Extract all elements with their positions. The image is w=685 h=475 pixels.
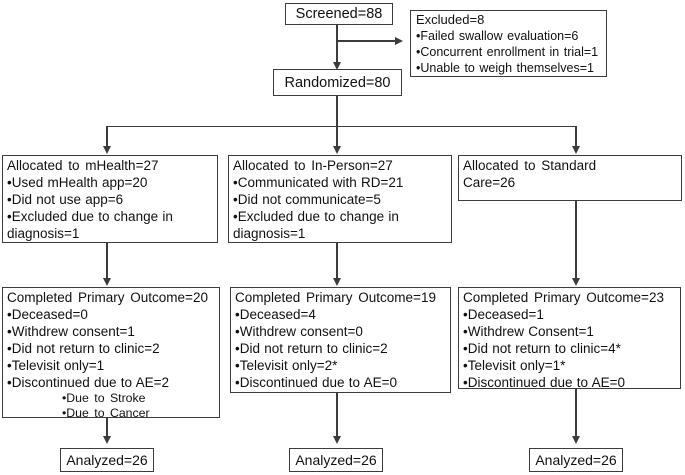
- outcome-item: •Did not return to clinic=2: [235, 341, 388, 356]
- connector-allocation-to-outcome-in-person: [336, 243, 338, 279]
- analyzed-label: Analyzed=26: [66, 452, 148, 468]
- arrowhead-down-icon: [102, 278, 111, 286]
- outcome-item: •Withdrew consent=0: [235, 324, 363, 339]
- outcome-item: •Did not return to clinic=4*: [463, 341, 621, 356]
- connector-to-allocation-standard: [575, 126, 577, 147]
- outcome-sub-item: •Due to Cancer: [62, 406, 150, 420]
- excluded-item: •Unable to weigh themselves=1: [416, 61, 594, 75]
- allocation-title: Allocated to In-Person=27: [233, 158, 393, 173]
- allocation-item: •Did not use app=6: [7, 192, 124, 207]
- outcome-sub-item: •Due to Stroke: [62, 391, 146, 405]
- outcome-title: Completed Primary Outcome=19: [235, 290, 436, 305]
- screened-label: Screened=88: [295, 6, 383, 22]
- excluded-item: •Failed swallow evaluation=6: [416, 29, 579, 43]
- analyzed-box-in-person: Analyzed=26: [289, 448, 383, 472]
- connector-randomized-to-distributor: [336, 96, 338, 127]
- randomized-label: Randomized=80: [284, 74, 391, 91]
- outcome-box-standard-care: Completed Primary Outcome=23 •Deceased=1…: [458, 287, 681, 390]
- outcome-item: •Televisit only=1: [7, 358, 105, 373]
- allocation-box-in-person: Allocated to In-Person=27 •Communicated …: [228, 155, 452, 243]
- connector-to-allocation-mhealth: [106, 126, 108, 147]
- analyzed-box-standard-care: Analyzed=26: [529, 448, 623, 472]
- allocation-item: •Did not communicate=5: [233, 192, 381, 207]
- outcome-item: •Deceased=0: [7, 307, 88, 322]
- outcome-item: •Deceased=1: [463, 307, 544, 322]
- arrowhead-down-icon: [571, 436, 580, 444]
- connector-allocation-to-outcome-standard: [575, 201, 577, 279]
- allocation-item: •Excluded due to change in diagnosis=1: [233, 209, 399, 241]
- excluded-item: •Concurrent enrollment in trial=1: [416, 45, 599, 59]
- connector-outcome-to-analyzed-mhealth: [106, 418, 108, 437]
- connector-outcome-to-analyzed-in-person: [336, 393, 338, 437]
- allocation-item: •Excluded due to change in diagnosis=1: [7, 209, 173, 241]
- arrowhead-down-icon: [332, 278, 341, 286]
- outcome-item: •Televisit only=1*: [463, 358, 566, 373]
- randomized-box: Randomized=80: [273, 69, 402, 96]
- connector-outcome-to-analyzed-standard: [575, 389, 577, 437]
- screened-box: Screened=88: [285, 3, 393, 25]
- connector-allocation-to-outcome-mhealth: [106, 243, 108, 279]
- connector-branch-to-excluded: [337, 40, 395, 42]
- connector-to-allocation-in-person: [336, 126, 338, 147]
- arrowhead-down-icon: [102, 436, 111, 444]
- arrowhead-down-icon: [571, 278, 580, 286]
- analyzed-box-mhealth: Analyzed=26: [60, 448, 154, 472]
- outcome-item: •Deceased=4: [235, 307, 316, 322]
- analyzed-label: Analyzed=26: [295, 452, 377, 468]
- analyzed-label: Analyzed=26: [535, 452, 617, 468]
- connector-distributor-line: [107, 125, 577, 128]
- allocation-title: Allocated to Standard Care=26: [463, 158, 597, 190]
- allocation-box-standard-care: Allocated to Standard Care=26: [458, 155, 682, 201]
- outcome-title: Completed Primary Outcome=20: [7, 290, 208, 305]
- outcome-box-mhealth: Completed Primary Outcome=20 •Deceased=0…: [2, 287, 220, 420]
- arrowhead-down-icon: [102, 146, 111, 154]
- outcome-item: •Withdrew Consent=1: [463, 324, 594, 339]
- outcome-item: •Did not return to clinic=2: [7, 341, 160, 356]
- arrowhead-right-icon: [395, 36, 403, 45]
- outcome-box-in-person: Completed Primary Outcome=19 •Deceased=4…: [230, 287, 451, 393]
- allocation-item: •Used mHealth app=20: [7, 175, 148, 190]
- allocation-item: •Communicated with RD=21: [233, 175, 404, 190]
- outcome-item: •Discontinued due to AE=2: [7, 375, 169, 390]
- arrowhead-down-icon: [332, 436, 341, 444]
- arrowhead-down-icon: [571, 146, 580, 154]
- outcome-item: •Withdrew consent=1: [7, 324, 135, 339]
- outcome-item: •Discontinued due to AE=0: [463, 375, 625, 390]
- outcome-title: Completed Primary Outcome=23: [463, 290, 664, 305]
- excluded-title: Excluded=8: [416, 12, 485, 27]
- arrowhead-down-icon: [332, 146, 341, 154]
- allocation-box-mhealth: Allocated to mHealth=27 •Used mHealth ap…: [2, 155, 218, 243]
- excluded-box: Excluded=8 •Failed swallow evaluation=6 …: [410, 10, 607, 77]
- allocation-title: Allocated to mHealth=27: [7, 158, 159, 173]
- outcome-item: •Discontinued due to AE=0: [235, 375, 397, 390]
- connector-screened-to-randomized: [336, 25, 338, 62]
- outcome-item: •Televisit only=2*: [235, 358, 338, 373]
- arrowhead-down-icon: [332, 62, 341, 70]
